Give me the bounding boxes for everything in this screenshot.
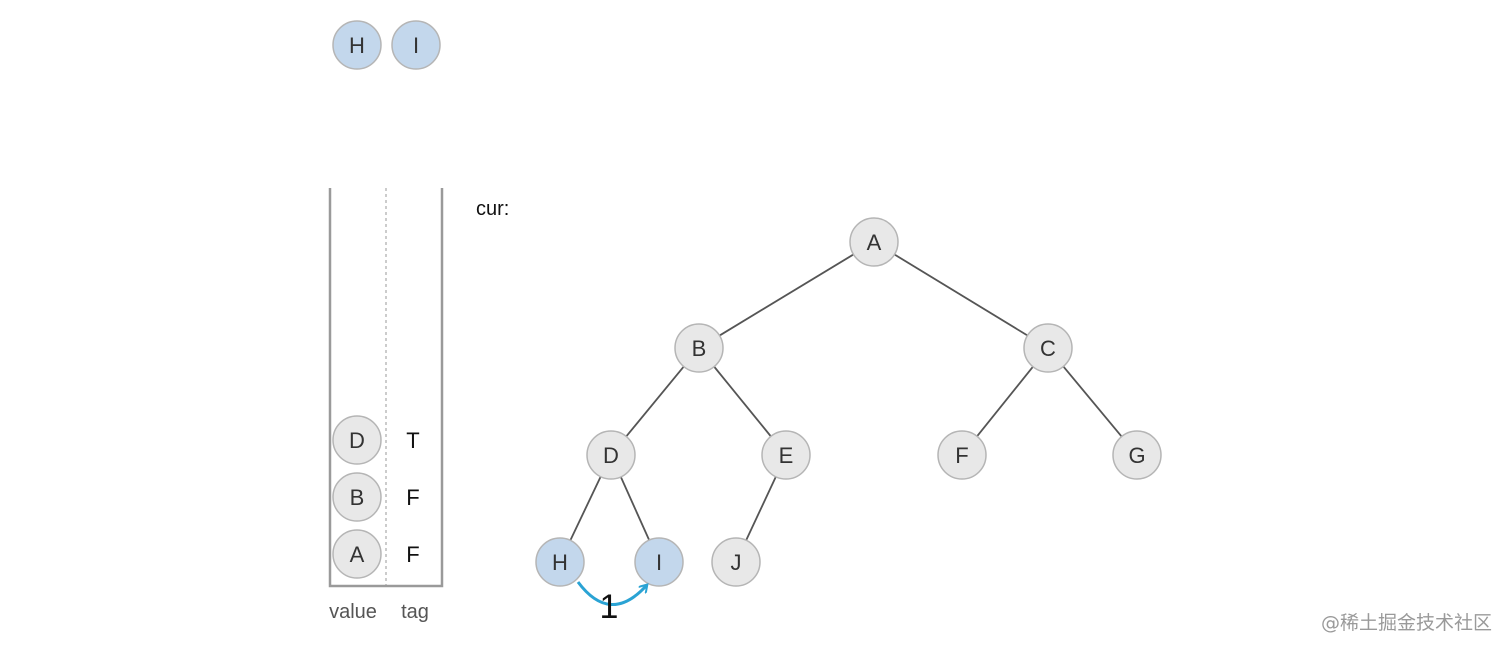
stack-value-label: B bbox=[350, 485, 365, 510]
tree-edge-c-f bbox=[976, 366, 1034, 437]
cur-label: cur: bbox=[476, 198, 509, 220]
tree-node-label: E bbox=[779, 443, 794, 468]
output-node-label: I bbox=[413, 33, 419, 58]
tree-nodes: A B C D E F G H I J bbox=[535, 217, 1162, 587]
tree-node-circle bbox=[634, 537, 684, 587]
tree-edge-c-g bbox=[1062, 365, 1123, 438]
tree-node-i: I bbox=[634, 537, 684, 587]
tree-edge-d-h bbox=[569, 476, 602, 541]
stack-entry: B F bbox=[332, 472, 420, 522]
tree-node-label: A bbox=[867, 230, 882, 255]
tree-node-c: C bbox=[1023, 323, 1073, 373]
tree-node-circle bbox=[586, 430, 636, 480]
tree-node-circle bbox=[535, 537, 585, 587]
tree-node-j: J bbox=[711, 537, 761, 587]
stack-entry: A F bbox=[332, 529, 420, 579]
tree-node-label: G bbox=[1128, 443, 1145, 468]
tree-edge-a-b bbox=[719, 253, 854, 337]
tree-node-label: J bbox=[731, 550, 742, 575]
tree-node-label: B bbox=[692, 336, 707, 361]
tree-edge-a-c bbox=[894, 253, 1028, 337]
output-node: I bbox=[391, 20, 441, 70]
tree-node-label: C bbox=[1040, 336, 1056, 361]
step-arrow: 1 bbox=[576, 581, 646, 626]
stack-entry: D T bbox=[332, 415, 420, 465]
stack: D T B F A F value tag bbox=[328, 188, 444, 623]
output-node-circle bbox=[332, 20, 382, 70]
tree-node-circle bbox=[849, 217, 899, 267]
tree-node-circle bbox=[1112, 430, 1162, 480]
step-arrow-path bbox=[576, 581, 646, 606]
stack-value-circle bbox=[332, 472, 382, 522]
tree-edge-b-e bbox=[713, 366, 772, 437]
stack-value-label: A bbox=[350, 542, 365, 567]
stack-value-circle bbox=[332, 529, 382, 579]
tree-node-label: D bbox=[603, 443, 619, 468]
stack-tag-label: T bbox=[406, 428, 419, 453]
tree-edge-b-d bbox=[625, 365, 685, 438]
tree-node-circle bbox=[674, 323, 724, 373]
output-node-label: H bbox=[349, 33, 365, 58]
watermark: @稀土掘金技术社区 bbox=[1321, 612, 1492, 634]
tree-node-a: A bbox=[849, 217, 899, 267]
stack-tag-label: F bbox=[406, 485, 419, 510]
tree-node-circle bbox=[937, 430, 987, 480]
stack-value-circle bbox=[332, 415, 382, 465]
stack-tag-column-label: tag bbox=[401, 601, 429, 623]
tree-node-f: F bbox=[937, 430, 987, 480]
tree-node-circle bbox=[711, 537, 761, 587]
stack-value-label: D bbox=[349, 428, 365, 453]
tree-node-d: D bbox=[586, 430, 636, 480]
tree-node-circle bbox=[1023, 323, 1073, 373]
tree-node-b: B bbox=[674, 323, 724, 373]
tree-node-circle bbox=[761, 430, 811, 480]
tree-node-label: H bbox=[552, 550, 568, 575]
output-node: H bbox=[332, 20, 382, 70]
stack-tag-label: F bbox=[406, 542, 419, 567]
tree-node-label: F bbox=[955, 443, 968, 468]
stack-value-column-label: value bbox=[329, 601, 377, 623]
step-arrow-label: 1 bbox=[600, 588, 619, 626]
tree-node-label: I bbox=[656, 550, 662, 575]
tree-node-h: H bbox=[535, 537, 585, 587]
tree-edge-d-i bbox=[620, 476, 650, 541]
tree-node-e: E bbox=[761, 430, 811, 480]
tree-edges bbox=[569, 253, 1123, 541]
tree-node-g: G bbox=[1112, 430, 1162, 480]
output-node-circle bbox=[391, 20, 441, 70]
output-sequence: H I bbox=[332, 20, 441, 70]
tree-edge-e-j bbox=[745, 476, 777, 541]
